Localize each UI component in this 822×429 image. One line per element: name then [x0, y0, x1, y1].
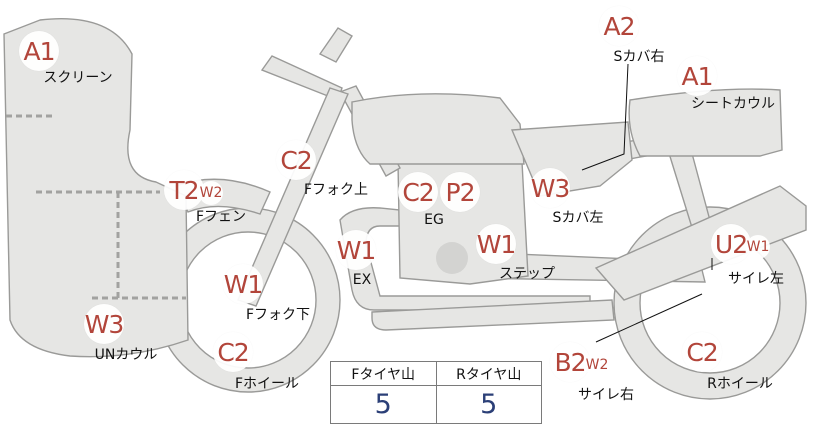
- exhaust-pipe-lower-shape: [371, 299, 615, 331]
- tag-engine-p: P2: [440, 172, 480, 212]
- label-muffler-r: サイレ右: [578, 387, 634, 403]
- tag-f-fork-lower: W1: [223, 264, 263, 304]
- muffler-shape: [594, 185, 807, 301]
- tag-under-cowl: W3: [84, 304, 124, 344]
- rear-tire-header: Rタイヤ山: [435, 361, 542, 386]
- label-r-wheel: Rホイール: [707, 376, 773, 392]
- tag-side-cover-r: A2: [599, 6, 639, 46]
- tag-side-cover-l: W3: [530, 168, 570, 208]
- label-f-fork-upper: Fフォク上: [303, 182, 369, 198]
- front-tire-header: Fタイヤ山: [330, 361, 437, 386]
- label-step: ステップ: [499, 266, 555, 282]
- label-screen: スクリーン: [43, 70, 113, 86]
- front-fork-shape: [237, 87, 349, 307]
- label-under-cowl: UNカウル: [94, 347, 158, 363]
- tag-seat-cowl: A1: [677, 56, 717, 96]
- tag-f-fork-upper: C2: [276, 140, 316, 180]
- tag-engine: C2: [398, 172, 438, 212]
- label-f-wheel: Fホイール: [234, 376, 300, 392]
- label-f-fork-lower: Fフォク下: [245, 307, 311, 323]
- leader-line-muffler-r: [595, 293, 703, 343]
- leader-line-side-cover-r: [581, 63, 629, 171]
- handlebar-shape: [260, 55, 343, 101]
- label-muffler-l: サイレ左: [728, 271, 784, 287]
- fuel-tank-shape: [351, 93, 525, 165]
- tag-f-wheel: C2: [213, 332, 253, 372]
- label-f-fender: Fフェン: [195, 209, 247, 225]
- front-tire-value: 5: [330, 385, 437, 424]
- rear-tire-value: 5: [435, 385, 542, 424]
- label-side-cover-r: Sカバ右: [613, 49, 665, 65]
- label-exhaust: EX: [352, 272, 372, 288]
- label-seat-cowl: シートカウル: [691, 96, 775, 112]
- tag-exhaust: W1: [336, 230, 376, 270]
- mirror-shape: [318, 27, 353, 63]
- tire-tread-table: Fタイヤ山 Rタイヤ山 5 5: [330, 361, 542, 424]
- tag-step: W1: [476, 224, 516, 264]
- tag-r-wheel: C2: [682, 332, 722, 372]
- tag-screen: A1: [19, 31, 59, 71]
- seat-shape: [628, 88, 783, 157]
- label-engine: EG: [424, 212, 444, 228]
- label-side-cover-l: Sカバ左: [552, 210, 604, 226]
